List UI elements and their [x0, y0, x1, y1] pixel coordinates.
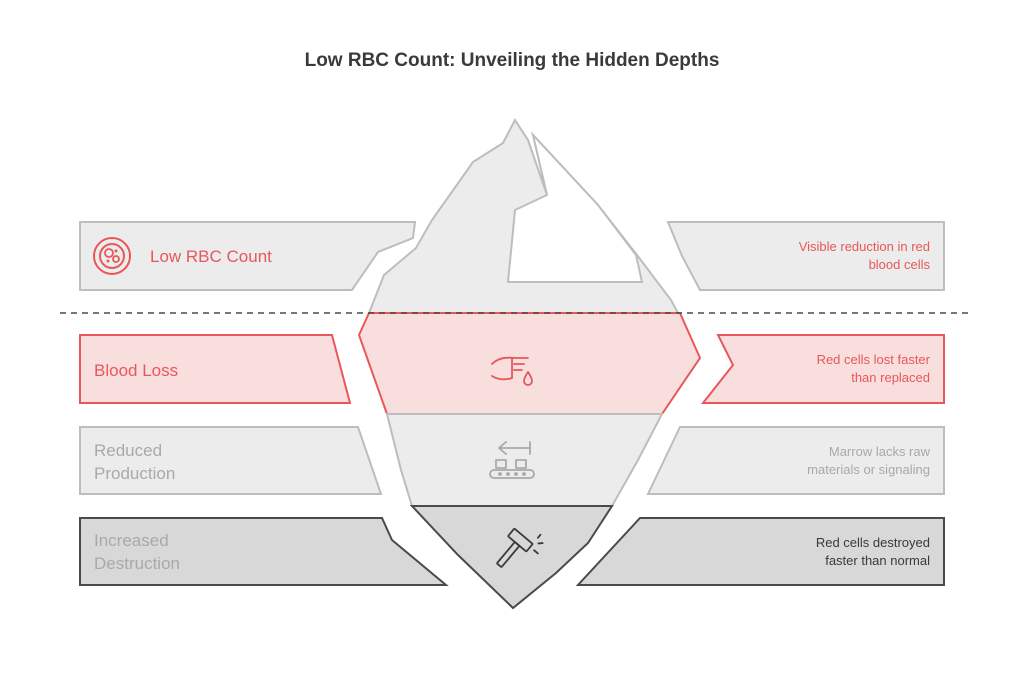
right-panel-increased-destruction — [575, 517, 945, 586]
description-increased-destruction-line2: faster than normal — [825, 553, 930, 568]
label-reduced-production-line2: Production — [94, 464, 175, 483]
left-panel-increased-destruction — [79, 517, 449, 586]
right-panel-reduced-production — [646, 426, 945, 495]
iceberg-snow — [506, 131, 644, 283]
right-panel-low-rbc-count — [666, 221, 945, 291]
left-panel-reduced-production — [79, 426, 383, 495]
description-reduced-production-line2: materials or signaling — [807, 462, 930, 477]
hammer-icon — [496, 528, 544, 568]
label-low-rbc-count: Low RBC Count — [150, 247, 272, 266]
description-low-rbc-count-line2: blood cells — [869, 257, 931, 272]
blood-cells-icon — [93, 237, 131, 275]
label-increased-destruction-line1: Increased — [94, 531, 169, 550]
diagram-title: Low RBC Count: Unveiling the Hidden Dept… — [305, 50, 720, 71]
iceberg-band-blood-loss — [357, 312, 702, 415]
description-reduced-production-line1: Marrow lacks raw — [829, 444, 931, 459]
label-increased-destruction-line2: Destruction — [94, 554, 180, 573]
description-low-rbc-count-line1: Visible reduction in red — [799, 239, 930, 254]
iceberg-band-increased-destruction — [409, 505, 614, 610]
bleeding-finger-icon — [491, 356, 533, 386]
left-panel-blood-loss — [79, 334, 352, 404]
label-blood-loss: Blood Loss — [94, 361, 178, 380]
right-panel-blood-loss — [700, 334, 945, 404]
description-increased-destruction-line1: Red cells destroyed — [816, 535, 930, 550]
left-panel-low-rbc-count — [79, 221, 417, 291]
description-blood-loss-line2: than replaced — [851, 370, 930, 385]
description-blood-loss-line1: Red cells lost faster — [817, 352, 931, 367]
conveyor-belt-icon — [489, 441, 535, 479]
label-reduced-production-line1: Reduced — [94, 441, 162, 460]
